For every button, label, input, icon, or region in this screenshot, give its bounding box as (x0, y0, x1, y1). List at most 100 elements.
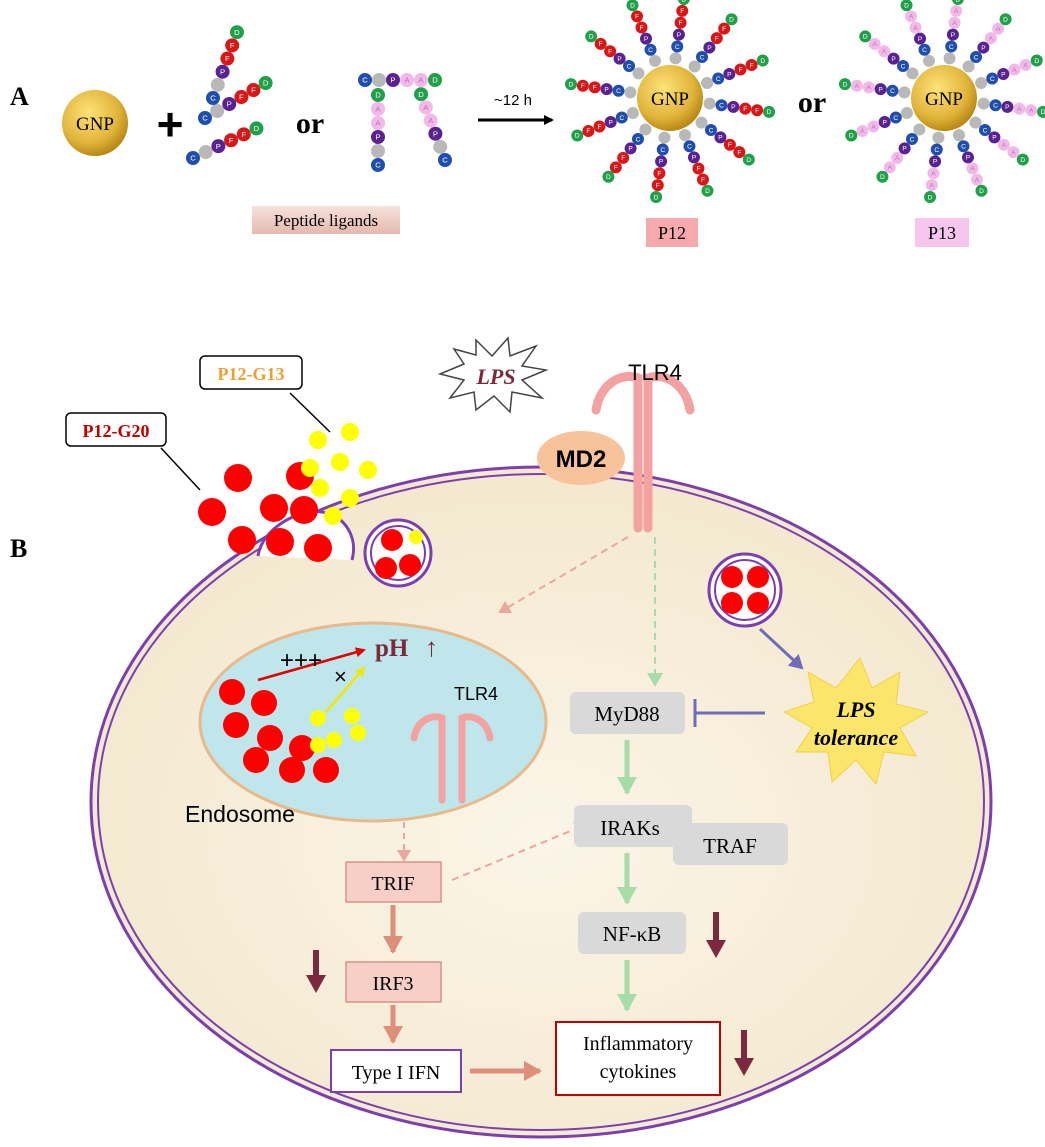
trif-box (345, 861, 442, 903)
type1-ifn-box (330, 1049, 462, 1093)
np-p12-arm-residue-d: D (725, 13, 738, 26)
np-p12-arm-residue-p: P (624, 142, 637, 155)
p13-ligand-3-residue-c: C (358, 73, 372, 87)
svg-text:P: P (878, 86, 883, 93)
svg-text:D: D (1003, 16, 1008, 23)
svg-text:D: D (767, 109, 772, 116)
svg-text:C: C (922, 47, 927, 54)
p12-ligand-1-residue-f: F (224, 133, 239, 148)
np-p12-arm-residue-f: F (576, 79, 589, 92)
np-p12-arm-residue-d: D (742, 153, 755, 166)
p12-g13-particle (324, 507, 342, 525)
gnp-label: GNP (76, 114, 114, 135)
np-p13-arm-residue-d: D (999, 13, 1012, 26)
p12-ligand-1-residue-c: C (186, 151, 200, 165)
p13-ligand-3-residue-d: D (428, 73, 442, 87)
np-p13-arm-residue-a: A (905, 10, 918, 23)
np-p13-arm-residue-d: D (845, 129, 858, 142)
np-p12-arm-residue-f: F (593, 120, 606, 133)
svg-text:P: P (617, 56, 622, 63)
svg-text:F: F (614, 165, 618, 172)
lps-label: LPS (475, 364, 515, 389)
np-p13-arm-residue-a: A (856, 124, 869, 137)
svg-text:P: P (1001, 71, 1006, 78)
np-p13-arm-residue-c: C (945, 40, 958, 53)
vesicle-red-particle (399, 554, 421, 576)
np-p12-arm-residue-f: F (631, 10, 644, 23)
svg-text:P: P (718, 135, 723, 142)
np-p13-arm-residue-c: C (886, 84, 899, 97)
irf3-box (345, 961, 442, 1003)
svg-text:C: C (993, 103, 998, 110)
np-p13-arm-residue-a: A (992, 22, 1005, 35)
peptide-ligands-box (252, 206, 400, 234)
svg-text:D: D (432, 76, 438, 85)
svg-text:A: A (375, 105, 381, 114)
cytokines-label-line1: Inflammatory (583, 1033, 693, 1055)
svg-text:P: P (628, 146, 633, 153)
p12-ligand-2-residue-f: F (246, 83, 261, 97)
svg-text:F: F (599, 41, 603, 48)
np-p13-arm-residue-a: A (984, 32, 997, 45)
svg-text:F: F (701, 177, 705, 184)
svg-text:A: A (1023, 62, 1028, 69)
p13-ligand-2-linker-bead (433, 139, 448, 154)
svg-text:P: P (227, 100, 232, 109)
svg-text:D: D (254, 124, 260, 133)
np-p13-arm-residue-a: A (970, 173, 983, 186)
lps-tolerance-label-line2: tolerance (814, 725, 899, 750)
np-p12-arm-linker-bead (639, 123, 652, 136)
np-p12-arm-residue-f: F (674, 16, 687, 29)
np-p12-arm-residue-p: P (600, 83, 613, 96)
p12-g13-box (199, 355, 303, 390)
np-p13-arm-linker-bead (913, 123, 926, 136)
np-p12-arm-linker-bead (688, 60, 701, 73)
np-p13-arm-residue-d: D (900, 0, 913, 12)
endosome-yellow-particle (344, 708, 360, 724)
np-p12-arm-linker-bead (695, 116, 708, 129)
svg-text:C: C (619, 115, 624, 122)
svg-text:A: A (888, 165, 893, 172)
np-p13-arm-residue-c: C (905, 132, 918, 145)
np-p13-arm-residue-c: C (970, 51, 983, 64)
svg-text:C: C (910, 136, 915, 143)
np-p12-arm-residue-f: F (718, 22, 731, 35)
tolerance-vesicle-particle (721, 592, 743, 614)
svg-text:F: F (230, 41, 235, 50)
svg-text:C: C (716, 76, 721, 83)
svg-text:C: C (190, 154, 196, 163)
vesicle-yellow-particle (409, 530, 423, 544)
svg-text:D: D (575, 133, 580, 140)
p12-g13-particle (341, 489, 359, 507)
svg-text:P: P (981, 45, 986, 52)
gnp-particle (62, 90, 128, 156)
svg-text:A: A (952, 20, 957, 27)
np-p13-arm-residue-c: C (986, 72, 999, 85)
svg-text:D: D (589, 34, 594, 41)
svg-text:C: C (719, 103, 724, 110)
np-p12-arm-residue-p: P (672, 28, 685, 41)
lps-tolerance-label-line1: LPS (835, 697, 875, 722)
iraks-label: IRAKs (600, 816, 660, 840)
p12-g20-particle (290, 496, 318, 524)
svg-text:D: D (1041, 109, 1045, 116)
np-p13-arm-residue-d: D (1016, 153, 1029, 166)
vesicle-to-tolerance-arrow (758, 627, 804, 670)
np-p12-arm-residue-d: D (626, 0, 639, 12)
or-text-2: or (798, 86, 826, 119)
svg-text:P: P (677, 32, 682, 39)
endosome-red-particle (219, 679, 245, 705)
p12-label: P12 (658, 223, 686, 243)
svg-text:F: F (251, 86, 256, 95)
p12-g20-particle (224, 464, 252, 492)
svg-text:F: F (640, 25, 644, 32)
np-p12-arm-residue-f: F (609, 161, 622, 174)
myd88-box (570, 692, 685, 734)
svg-text:C: C (934, 147, 939, 154)
svg-text:A: A (931, 171, 936, 178)
np-p13-arm-residue-c: C (897, 59, 910, 72)
endosome-label: Endosome (185, 801, 295, 827)
np-p12-arm-residue-p: P (604, 115, 617, 128)
